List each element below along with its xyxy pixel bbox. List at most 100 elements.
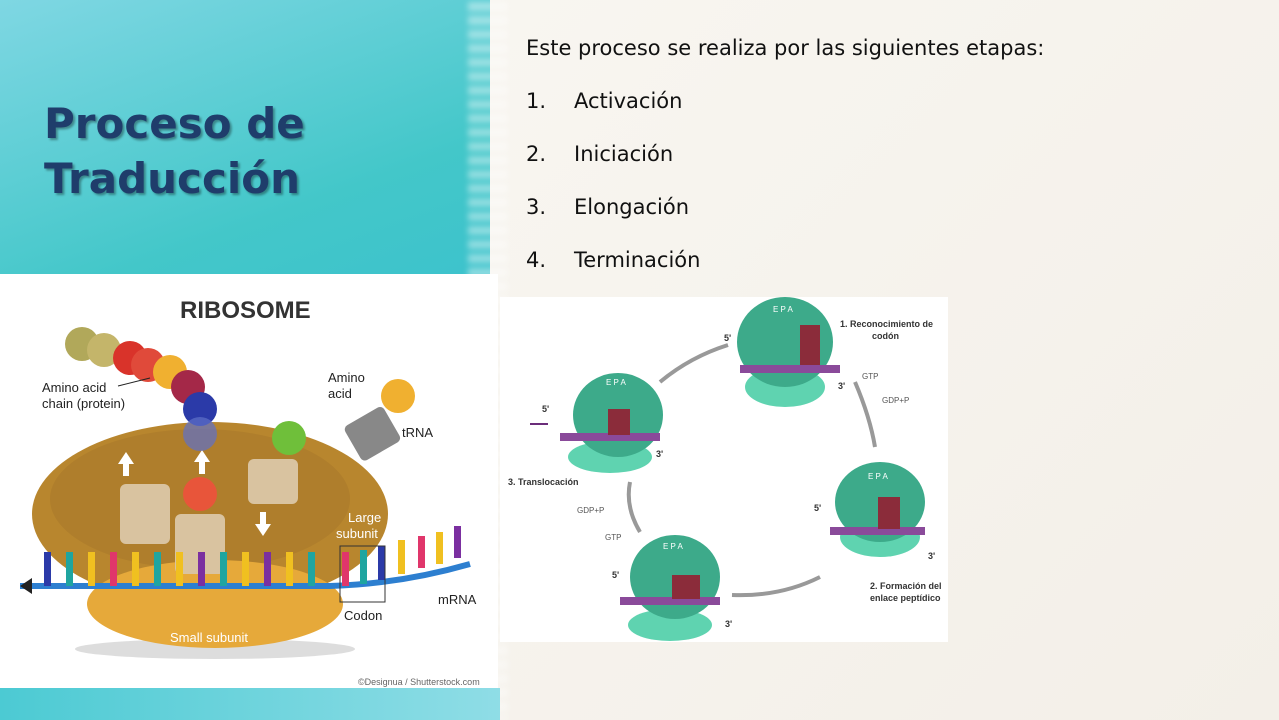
three-prime-label: 3' (838, 381, 845, 391)
amino-acid-bead (183, 477, 217, 511)
pointer-line (117, 377, 151, 387)
mrna-base (176, 552, 183, 586)
bottom-wash (0, 688, 500, 720)
trna-shape-e (120, 484, 170, 544)
mrna-base (436, 532, 443, 564)
slide-title: Proceso de Traducción (44, 96, 305, 206)
ribosome-title: RIBOSOME (180, 297, 311, 324)
five-prime-label: 5' (814, 503, 821, 513)
large-subunit-label: Large (348, 510, 381, 525)
mrna-strand (830, 527, 925, 535)
arrow-down-icon (255, 512, 271, 536)
ribosome-stage-4: E P A 5' 3' (542, 373, 663, 473)
mrna-base (286, 552, 293, 586)
mrna-base (264, 552, 271, 586)
chain-label: Amino acid (42, 380, 106, 395)
gdp-label: GDP+P (882, 396, 909, 405)
mrna-base (342, 552, 349, 586)
step-label: Elongación (574, 195, 689, 219)
mrna-base (398, 540, 405, 574)
step-number: 4. (526, 248, 547, 272)
mrna-strand (620, 597, 720, 605)
step2-label: 2. Formación del (870, 581, 942, 591)
intro-text: Este proceso se realiza por las siguient… (526, 36, 1045, 60)
chain-label-2: chain (protein) (42, 396, 125, 411)
ribosome-stage-2: E P A 5' 3' (814, 462, 935, 561)
arrow-up-icon (194, 450, 210, 474)
small-subunit-shape (628, 609, 712, 641)
list-item: 1. Activación (526, 86, 700, 139)
list-item: 3. Elongación (526, 192, 700, 245)
trna-label: tRNA (402, 425, 433, 440)
amino-acid-label-2: acid (328, 386, 352, 401)
cycle-arrow (658, 343, 729, 384)
step-number: 1. (526, 89, 547, 113)
three-prime-label: 3' (656, 449, 663, 459)
mrna-base (198, 552, 205, 586)
cycle-illustration: E P A 5' 3' 1. Reconocimiento de codón G… (508, 297, 942, 641)
free-trna-shape (344, 407, 401, 461)
mrna-base (418, 536, 425, 568)
mrna-label: mRNA (438, 592, 477, 607)
mrna-base (44, 552, 51, 586)
step-number: 2. (526, 142, 547, 166)
mrna-strand (740, 365, 840, 373)
ribosome-shadow (75, 639, 355, 659)
mrna-base (132, 552, 139, 586)
gtp-label: GTP (605, 533, 621, 542)
gdp-label: GDP+P (577, 506, 604, 515)
step1-label: 1. Reconocimiento de (840, 319, 933, 329)
three-prime-label: 3' (928, 551, 935, 561)
title-line-2: Traducción (44, 154, 300, 203)
small-subunit-label: Small subunit (170, 630, 248, 645)
amino-acid-label: Amino (328, 370, 365, 385)
cycle-arrow (853, 381, 877, 448)
five-prime-label: 5' (542, 404, 549, 414)
mrna-base (66, 552, 73, 586)
step-label: Activación (574, 89, 683, 113)
mrna-base (154, 552, 161, 586)
credit-text: ©Designua / Shutterstock.com (358, 677, 480, 687)
translation-cycle-figure: E P A 5' 3' 1. Reconocimiento de codón G… (500, 297, 948, 642)
mrna-strand (560, 433, 660, 441)
five-prime-label: 5' (724, 333, 731, 343)
step-label: Terminación (574, 248, 701, 272)
ribosome-figure: RIBOSOME Amino (0, 274, 498, 688)
trna-shape (878, 497, 900, 529)
mrna-strand (20, 561, 471, 589)
cycle-arrow (731, 575, 821, 598)
large-subunit-label-2: subunit (336, 526, 378, 541)
steps-list: 1. Activación 2. Iniciación 3. Elongación 4… (526, 86, 700, 298)
gtp-label: GTP (862, 372, 878, 381)
codon-bracket (339, 545, 386, 603)
title-line-1: Proceso de (44, 99, 305, 148)
amino-acid-bead (272, 421, 306, 455)
amino-acid-bead (87, 333, 121, 367)
arrow-up-icon (118, 452, 134, 476)
mrna-bases (44, 526, 461, 586)
ribosome-stage-3: E P A 5' 3' (612, 535, 732, 641)
free-amino-acid (381, 379, 415, 413)
site-labels: E P A (868, 472, 889, 481)
mrna-base (220, 552, 227, 586)
arrow-left-icon (20, 578, 32, 594)
trna-shape (672, 575, 700, 599)
mrna-base (110, 552, 117, 586)
step3-label: 3. Translocación (508, 477, 579, 487)
trna-shape-a (248, 459, 298, 504)
site-labels: E P A (606, 378, 627, 387)
mrna-base (242, 552, 249, 586)
codon-label: Codon (344, 608, 382, 623)
three-prime-label: 3' (725, 619, 732, 629)
small-subunit-shape (87, 560, 343, 648)
site-labels: E P A (663, 542, 684, 551)
step2-label-2: enlace peptídico (870, 593, 941, 603)
step-number: 3. (526, 195, 547, 219)
mrna-base (308, 552, 315, 586)
trna-shape-p (175, 514, 225, 574)
five-prime-label: 5' (612, 570, 619, 580)
mrna-base (454, 526, 461, 558)
step-label: Iniciación (574, 142, 674, 166)
trna-shape (800, 325, 820, 365)
